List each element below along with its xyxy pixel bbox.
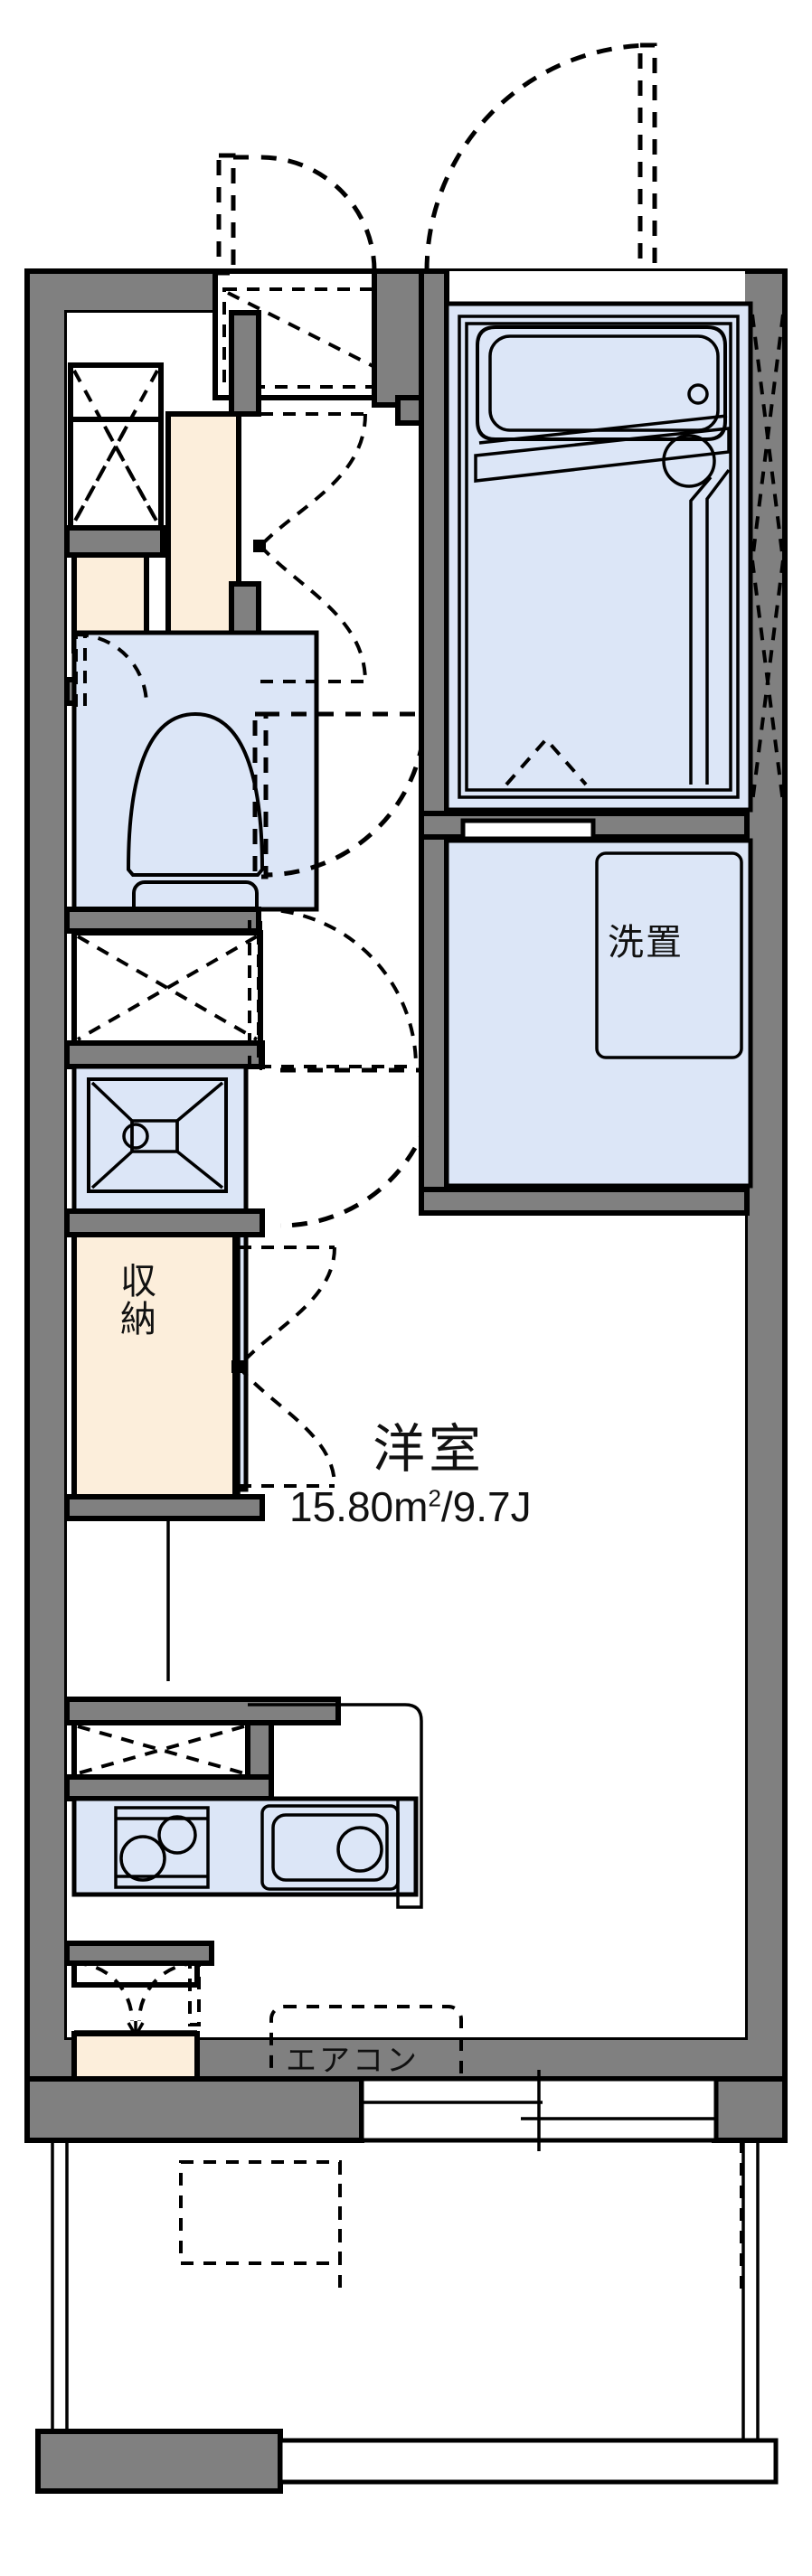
- washer-label: 洗置: [608, 923, 684, 963]
- air-conditioner-label: エアコン: [286, 2044, 420, 2078]
- sanitary-door-swing-upper: [253, 412, 367, 683]
- area-jo: /9.7J: [440, 1483, 532, 1530]
- kitchen: [64, 1697, 423, 1909]
- main-room-label: 洋室: [373, 1420, 486, 1479]
- balcony: [35, 2139, 779, 2494]
- entrance-door-swing: [216, 42, 657, 276]
- upper-left-cabinet: [68, 362, 164, 531]
- lower-left-cabinet: [71, 930, 263, 1046]
- balcony-opening: [24, 2070, 788, 2151]
- area-superscript: 2: [428, 1484, 441, 1512]
- closet-lower-wall: [64, 1494, 265, 1681]
- unit-bath: [444, 301, 785, 813]
- closet-storage: [64, 1208, 336, 1500]
- toilet-room: [71, 630, 319, 944]
- area-value: 15.80m: [289, 1483, 429, 1530]
- hall-door-swing: [248, 907, 418, 1070]
- toilet-lower-wall: [64, 907, 261, 934]
- cabinet-lower-wall: [64, 1040, 265, 1069]
- closet-label: 収納: [115, 1262, 155, 1338]
- washer-area: [444, 818, 753, 1189]
- main-room-area-label: 15.80m2/9.7J: [289, 1482, 532, 1531]
